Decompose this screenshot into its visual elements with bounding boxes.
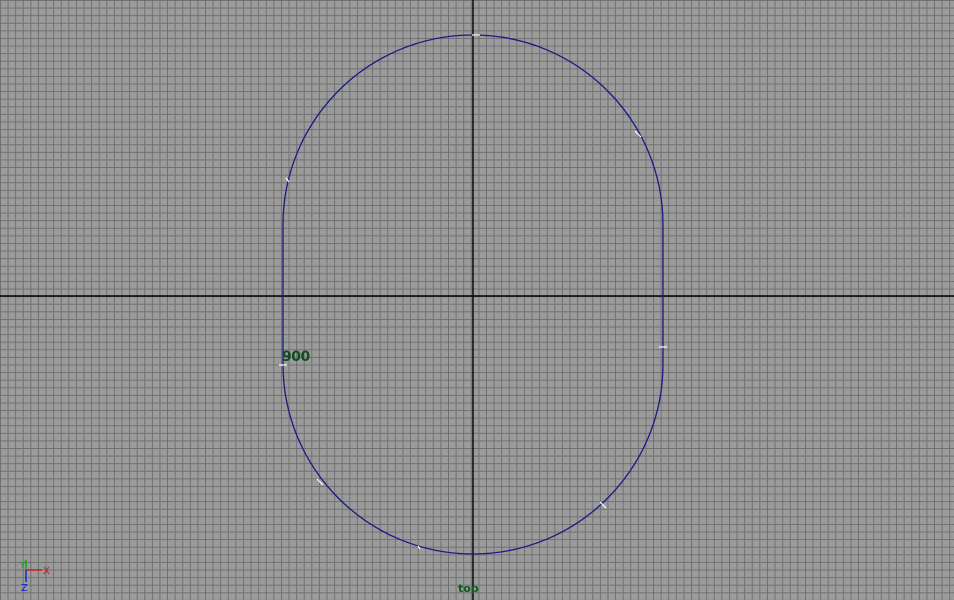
y-axis-label: Y bbox=[19, 561, 26, 571]
curve-name-label: 900 bbox=[282, 349, 310, 365]
camera-name-label: top bbox=[458, 582, 479, 595]
axis-orientation-gizmo: X Y Z bbox=[19, 560, 50, 594]
z-axis-label: Z bbox=[21, 583, 28, 594]
nurbs-curve[interactable] bbox=[282, 34, 664, 555]
x-axis-label: X bbox=[43, 566, 50, 577]
curve-edit-points bbox=[279, 34, 667, 550]
